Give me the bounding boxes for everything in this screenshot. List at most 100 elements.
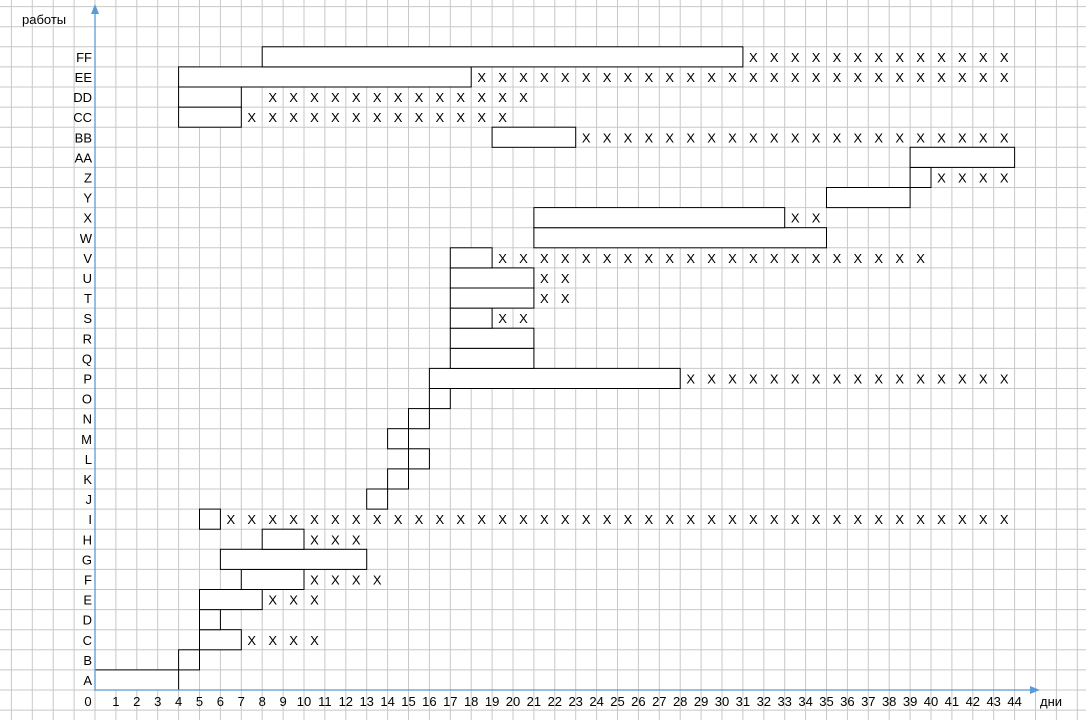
slack-marker: X (686, 70, 695, 85)
x-tick-label: 13 (359, 694, 373, 709)
slack-marker: X (791, 371, 800, 386)
slack-marker: X (415, 90, 424, 105)
task-bar (240, 568, 305, 591)
slack-marker: X (958, 130, 967, 145)
slack-marker: X (477, 70, 486, 85)
x-tick-label: 23 (568, 694, 582, 709)
slack-marker: X (540, 70, 549, 85)
task-label: Z (84, 170, 92, 185)
slack-marker: X (394, 90, 403, 105)
slack-marker: X (979, 512, 988, 527)
x-tick-label: 22 (548, 694, 562, 709)
slack-marker: X (268, 110, 277, 125)
slack-marker: X (833, 50, 842, 65)
task-label: K (83, 472, 92, 487)
slack-marker: X (833, 70, 842, 85)
slack-marker: X (645, 251, 654, 266)
x-tick-label: 18 (464, 694, 478, 709)
slack-marker: X (540, 251, 549, 266)
slack-marker: X (582, 70, 591, 85)
x-tick-label: 17 (443, 694, 457, 709)
task-label: V (83, 251, 92, 266)
slack-marker: X (937, 50, 946, 65)
x-tick-label: 40 (924, 694, 938, 709)
task-label: AA (75, 150, 93, 165)
x-tick-label: 6 (217, 694, 224, 709)
task-label: E (83, 593, 92, 608)
slack-marker: X (770, 251, 779, 266)
slack-marker: X (582, 251, 591, 266)
slack-marker: X (916, 70, 925, 85)
task-label: T (84, 291, 92, 306)
task-label: P (83, 371, 92, 386)
task-bar (449, 347, 535, 369)
slack-marker: X (624, 70, 633, 85)
task-label: N (83, 412, 92, 427)
task-label: A (83, 673, 92, 688)
task-bar (408, 448, 430, 470)
slack-marker: X (833, 371, 842, 386)
task-bar (449, 287, 535, 309)
slack-marker: X (833, 512, 842, 527)
slack-marker: X (791, 512, 800, 527)
slack-marker: X (1000, 371, 1009, 386)
task-bar (449, 307, 493, 329)
task-label: C (83, 633, 92, 648)
slack-marker: X (958, 70, 967, 85)
slack-marker: X (833, 251, 842, 266)
task-label: B (83, 653, 92, 668)
task-bar (94, 669, 180, 691)
slack-marker: X (310, 572, 319, 587)
slack-marker: X (958, 170, 967, 185)
slack-marker: X (916, 251, 925, 266)
slack-marker: X (289, 593, 298, 608)
task-bar (261, 528, 305, 550)
task-label: O (82, 392, 92, 407)
x-tick-label: 32 (757, 694, 771, 709)
x-tick-label: 35 (819, 694, 833, 709)
x-tick-label: 25 (610, 694, 624, 709)
task-bar (199, 508, 221, 530)
slack-marker: X (728, 512, 737, 527)
slack-marker: X (519, 90, 528, 105)
slack-marker: X (749, 50, 758, 65)
slack-marker: X (707, 512, 716, 527)
slack-marker: X (958, 50, 967, 65)
slack-marker: X (227, 512, 236, 527)
x-tick-label: 14 (380, 694, 394, 709)
x-tick-label: 8 (259, 694, 266, 709)
slack-marker: X (937, 130, 946, 145)
slack-marker: X (498, 110, 507, 125)
slack-marker: X (812, 130, 821, 145)
slack-marker: X (791, 251, 800, 266)
slack-marker: X (645, 512, 654, 527)
slack-marker: X (1000, 70, 1009, 85)
slack-marker: X (310, 110, 319, 125)
slack-marker: X (812, 371, 821, 386)
slack-marker: X (812, 70, 821, 85)
task-label: M (81, 432, 92, 447)
slack-marker: X (331, 512, 340, 527)
slack-marker: X (268, 512, 277, 527)
slack-marker: X (749, 251, 758, 266)
task-bar (366, 488, 389, 510)
slack-marker: X (519, 311, 528, 326)
slack-marker: X (561, 251, 570, 266)
task-label: F (84, 572, 92, 587)
slack-marker: X (624, 512, 633, 527)
slack-marker: X (979, 70, 988, 85)
slack-marker: X (979, 50, 988, 65)
slack-marker: X (916, 512, 925, 527)
slack-marker: X (456, 90, 465, 105)
x-tick-label: 3 (154, 694, 161, 709)
slack-marker: X (1000, 512, 1009, 527)
task-label: X (83, 211, 92, 226)
task-bar (178, 86, 242, 108)
slack-marker: X (874, 130, 883, 145)
x-tick-label: 2 (133, 694, 140, 709)
slack-marker: X (854, 50, 863, 65)
slack-marker: X (791, 50, 800, 65)
slack-marker: X (707, 371, 716, 386)
